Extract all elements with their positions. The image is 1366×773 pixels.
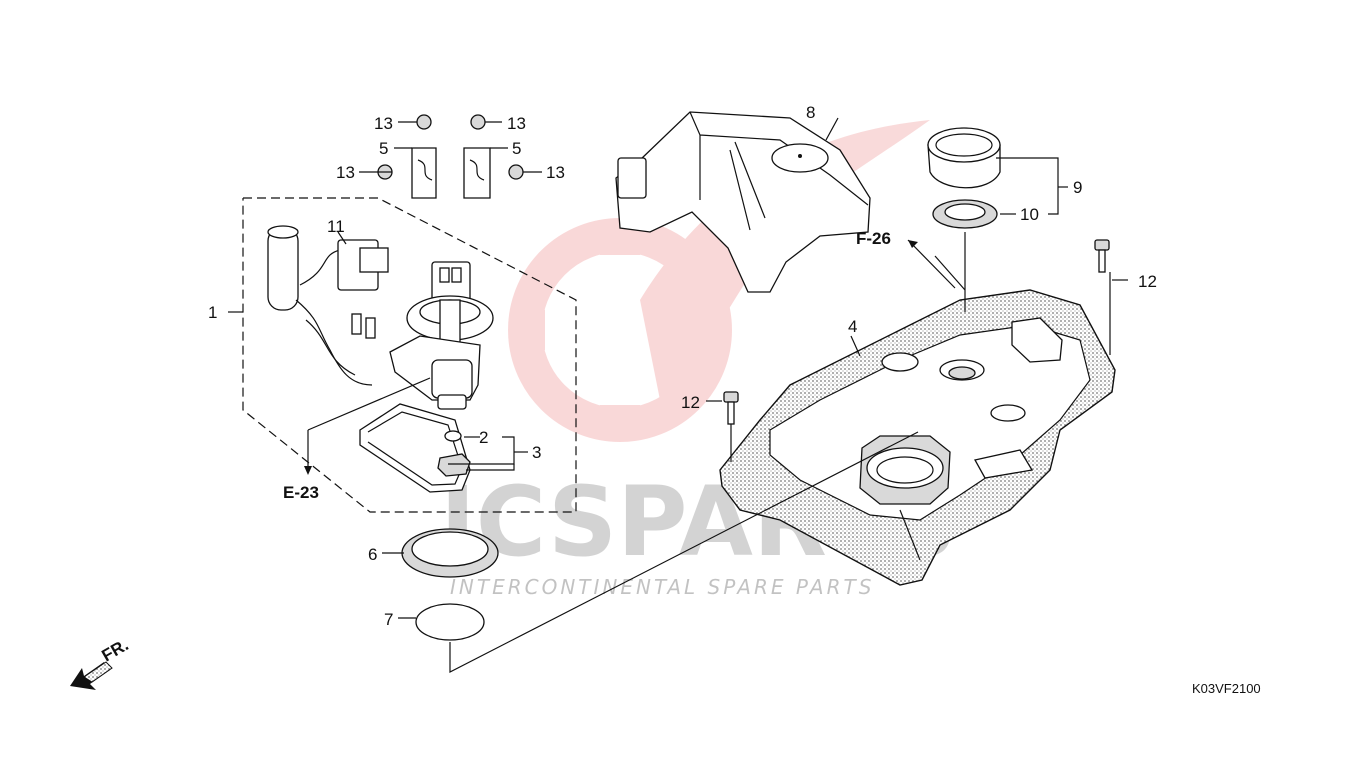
watermark-gear-icon [508, 120, 930, 442]
leader-lines [228, 117, 1128, 673]
ref-f26: F-26 [856, 229, 891, 248]
fuel-tank [719, 289, 1116, 586]
pump-group-boundary [242, 197, 577, 513]
callout-11: 11 [327, 217, 345, 236]
callout-2: 2 [479, 428, 488, 447]
fuel-filter [267, 225, 389, 386]
tank-bolt-front [723, 391, 739, 425]
pump-seal-ring [401, 528, 499, 578]
watermark-tagline: INTERCONTINENTAL SPARE PARTS [450, 575, 874, 599]
callout-13d: 13 [546, 163, 565, 182]
tank-pump-port [859, 435, 951, 505]
fuel-tank-cover [615, 111, 871, 293]
callout-1: 1 [208, 303, 217, 322]
callout-12b: 12 [681, 393, 700, 412]
fuel-pump-assembly [242, 197, 577, 513]
tank-bolt-rear [1094, 239, 1110, 273]
callout-10: 10 [1020, 205, 1039, 224]
fuel-pump-unit [389, 261, 494, 410]
callout-8: 8 [806, 103, 815, 122]
callout-3: 3 [532, 443, 541, 462]
callout-5a: 5 [379, 139, 388, 158]
callout-13c: 13 [336, 163, 355, 182]
callout-5b: 5 [512, 139, 521, 158]
callout-13a: 13 [374, 114, 393, 133]
callout-13b: 13 [507, 114, 526, 133]
o-ring-small [444, 430, 462, 442]
callout-9: 9 [1073, 178, 1082, 197]
pump-holder [437, 453, 471, 477]
callout-7: 7 [384, 610, 393, 629]
callout-4: 4 [848, 317, 857, 336]
filler-cap-seal [932, 199, 998, 229]
diagram-code: K03VF2100 [1192, 681, 1261, 696]
front-label: FR. [99, 635, 132, 665]
fuel-filler-cap [927, 127, 1001, 189]
ref-e23: E-23 [283, 483, 319, 502]
callout-12a: 12 [1138, 272, 1157, 291]
front-direction-arrow-icon [70, 661, 113, 690]
callout-6: 6 [368, 545, 377, 564]
mounting-brackets [377, 114, 524, 199]
